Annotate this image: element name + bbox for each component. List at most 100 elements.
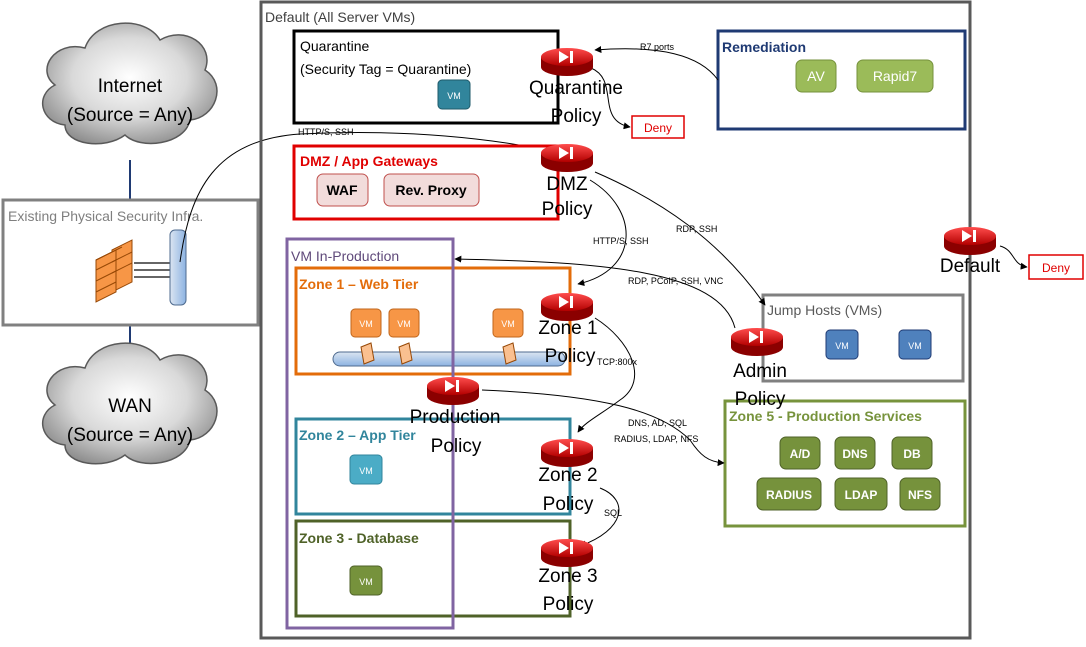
quarantine-zone: Quarantine (Security Tag = Quarantine) V… <box>292 29 560 125</box>
zone2-policy-icon <box>541 439 593 467</box>
radius-service <box>756 477 822 511</box>
firewall-icon <box>95 239 133 303</box>
flow-admin-production <box>454 255 736 329</box>
flow-label-tcp800x: TCP:800x <box>597 357 638 367</box>
quarantine-tag-label: (Security Tag = Quarantine) <box>300 61 471 77</box>
flow-zone2-zone3 <box>579 487 620 548</box>
flow-label-rdp-pcoip: RDP, PCoIP, SSH, VNC <box>628 276 724 286</box>
web-vm-1-label: VM <box>359 319 373 329</box>
default-policy-icon <box>944 227 996 255</box>
default-zone-label: Default (All Server VMs) <box>265 9 415 25</box>
flow-label-sql: SQL <box>604 508 622 518</box>
waf-label: WAF <box>326 182 358 198</box>
quarantine-vm-label: VM <box>447 91 461 101</box>
db-service <box>891 436 933 470</box>
quarantine-deny-label: Deny <box>644 121 672 135</box>
zone1-policy-icon <box>541 293 593 321</box>
default-deny: Deny <box>1028 254 1084 280</box>
web-vm-1 <box>350 308 382 338</box>
jump-vm-1 <box>825 329 859 360</box>
web-vnic-icon-3 <box>502 342 517 365</box>
ldap-label: LDAP <box>845 488 878 502</box>
quarantine-title: Quarantine <box>300 38 369 54</box>
physical-security-box: Existing Physical Security Infra. <box>1 198 260 327</box>
production-policy-sublabel: Policy <box>431 436 482 457</box>
ad-service <box>779 436 821 470</box>
flow-label-services2: RADIUS, LDAP, NFS <box>614 434 698 444</box>
dmz-policy-sublabel: Policy <box>542 199 593 220</box>
zone2-title: Zone 2 – App Tier <box>299 427 416 443</box>
av-label: AV <box>807 68 825 84</box>
production-policy-icon <box>427 377 479 405</box>
rapid7-label: Rapid7 <box>873 68 918 84</box>
flow-internet-dmz <box>179 132 559 263</box>
jump-hosts-title: Jump Hosts (VMs) <box>767 302 882 318</box>
rapid7-service <box>856 59 934 93</box>
zone3-policy-label: Zone 3 <box>538 566 597 587</box>
flow-label-rdp-ssh: RDP, SSH <box>676 224 717 234</box>
nfs-service <box>899 477 941 511</box>
app-vm <box>349 454 383 485</box>
zone1-policy-label: Zone 1 <box>538 318 597 339</box>
app-vm-label: VM <box>359 466 373 476</box>
quarantine-policy-sublabel: Policy <box>551 106 602 127</box>
remediation-zone: Remediation AV Rapid7 <box>716 29 967 131</box>
jump-hosts-zone: Jump Hosts (VMs) VM VM <box>761 293 965 383</box>
wan-label: WAN <box>108 396 152 417</box>
reverse-proxy-service <box>383 173 480 207</box>
zone3-policy-sublabel: Policy <box>543 594 594 615</box>
dmz-zone: DMZ / App Gateways WAF Rev. Proxy <box>292 144 560 221</box>
web-vnic-icon-2 <box>398 342 413 365</box>
zone2-policy-sublabel: Policy <box>543 494 594 515</box>
flow-label-https-ssh-top: HTTP/S, SSH <box>298 127 354 137</box>
wan-cloud: WAN (Source = Any) <box>41 342 218 465</box>
ad-label: A/D <box>790 447 811 461</box>
default-zone: Default (All Server VMs) <box>259 0 972 640</box>
admin-policy-sublabel: Policy <box>735 389 786 410</box>
db-label: DB <box>903 447 921 461</box>
zone1-title: Zone 1 – Web Tier <box>299 276 419 292</box>
internet-source-label: (Source = Any) <box>67 105 193 126</box>
zone3-policy-icon <box>541 539 593 567</box>
flow-dmz-jump <box>594 171 766 306</box>
flow-dmz-zone1 <box>577 179 627 287</box>
dns-service <box>834 436 876 470</box>
production-zone: VM In-Production <box>285 237 455 630</box>
zone2-app-tier: Zone 2 – App Tier VM <box>294 417 572 516</box>
flow-label-https-ssh-mid: HTTP/S, SSH <box>593 236 649 246</box>
av-service <box>795 59 837 93</box>
web-vm-3-label: VM <box>501 319 515 329</box>
dns-label: DNS <box>842 447 867 461</box>
physical-security-label: Existing Physical Security Infra. <box>8 208 203 224</box>
quarantine-policy-icon <box>541 48 593 76</box>
waf-service <box>316 173 369 207</box>
reverse-proxy-label: Rev. Proxy <box>395 182 467 198</box>
zone5-title: Zone 5 - Production Services <box>729 408 922 424</box>
default-deny-label: Deny <box>1042 261 1070 275</box>
jump-vm-2-label: VM <box>908 341 922 351</box>
flow-label-r7: R7 ports <box>640 42 675 52</box>
db-vm-label: VM <box>359 577 373 587</box>
wan-source-label: (Source = Any) <box>67 425 193 446</box>
zone3-title: Zone 3 - Database <box>299 530 419 546</box>
dmz-title: DMZ / App Gateways <box>300 153 438 169</box>
flow-default-deny <box>999 245 1028 270</box>
jump-vm-1-label: VM <box>835 341 849 351</box>
production-title: VM In-Production <box>291 248 399 264</box>
zone5-production-services: Zone 5 - Production Services A/D DNS DB … <box>723 399 967 528</box>
ldap-service <box>834 477 888 511</box>
web-vm-2-label: VM <box>397 319 411 329</box>
web-vm-3 <box>492 308 524 338</box>
default-policy-label: Default <box>940 256 1001 277</box>
zone1-policy-sublabel: Policy <box>545 346 596 367</box>
remediation-title: Remediation <box>722 39 806 55</box>
production-policy-label: Production <box>410 407 501 428</box>
web-vnic-icon-1 <box>360 342 375 365</box>
dmz-policy-icon <box>541 144 593 172</box>
nfs-label: NFS <box>908 488 932 502</box>
admin-policy-icon <box>731 328 783 356</box>
radius-label: RADIUS <box>766 488 812 502</box>
jump-vm-2 <box>898 329 932 360</box>
web-vm-2 <box>388 308 420 338</box>
